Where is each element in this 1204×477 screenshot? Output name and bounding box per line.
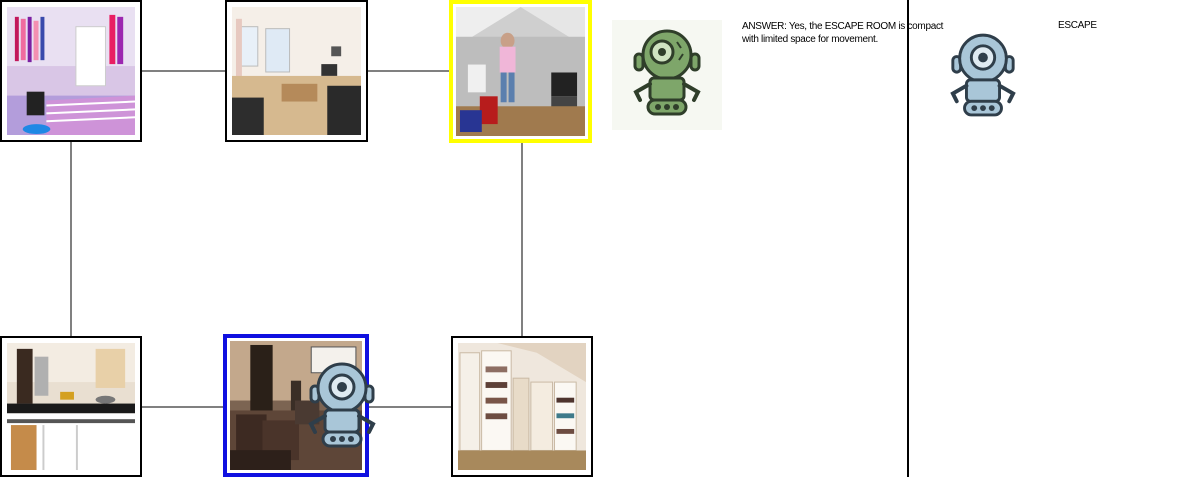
- room-bookshelf[interactable]: [451, 336, 593, 477]
- edge-living-attic: [367, 70, 451, 72]
- edge-theater-bookshelf: [367, 406, 453, 408]
- panel-divider: [907, 0, 909, 477]
- robot-avatar-panel-icon: [947, 32, 1019, 120]
- escape-label: ESCAPE: [1058, 20, 1097, 31]
- edge-closet-kitchen: [70, 141, 72, 337]
- kitchen-room-photo: [7, 343, 135, 470]
- answer-text: ANSWER: Yes, the ESCAPE ROOM is compact …: [742, 21, 944, 45]
- robot-avatar-current-icon: [305, 362, 379, 450]
- bookshelf-room-photo: [458, 343, 586, 470]
- edge-attic-bookshelf: [521, 142, 523, 337]
- closet-room-photo: [7, 7, 135, 135]
- attic-room-photo: [456, 7, 585, 136]
- edge-closet-living: [141, 70, 227, 72]
- edge-kitchen-theater: [141, 406, 225, 408]
- room-kitchen[interactable]: [0, 336, 142, 477]
- room-closet[interactable]: [0, 0, 142, 142]
- room-attic[interactable]: [449, 0, 592, 143]
- guide-robot-icon: [629, 28, 705, 120]
- room-living[interactable]: [225, 0, 368, 142]
- living-room-photo: [232, 7, 361, 135]
